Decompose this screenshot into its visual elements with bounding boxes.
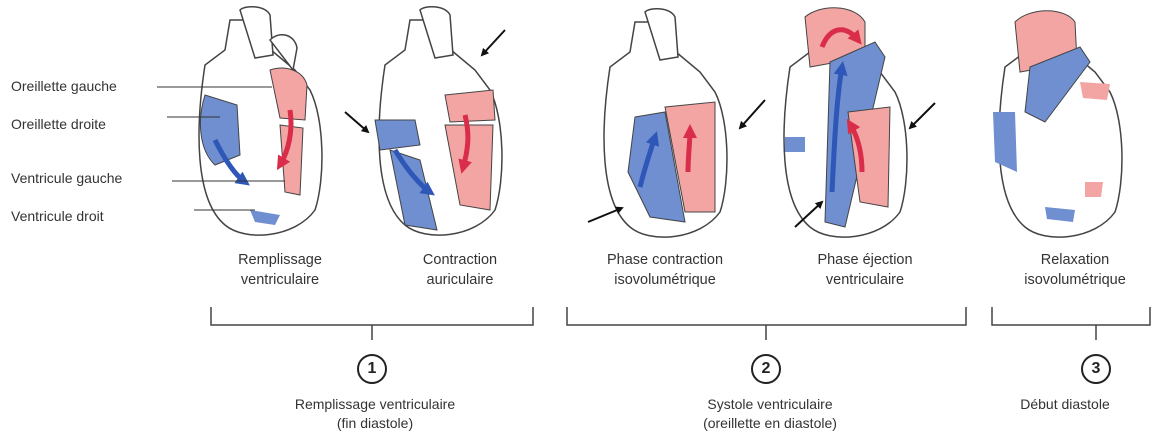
stage-caption-line1: Remplissage — [210, 250, 350, 270]
phase-description-line2: (fin diastole) — [230, 414, 520, 433]
pressure-arrow — [482, 30, 505, 55]
heart-3 — [604, 9, 727, 237]
phase-description: Remplissage ventriculaire (fin diastole) — [230, 395, 520, 433]
bracket-phase-2 — [567, 307, 966, 340]
label-right-ventricle: Ventricule droit — [11, 207, 104, 225]
stage-caption-line2: ventriculaire — [210, 270, 350, 290]
bracket-phase-1 — [211, 307, 533, 340]
label-left-atrium: Oreillette gauche — [11, 77, 117, 95]
stage-caption-line1: Relaxation — [1000, 250, 1150, 270]
phase-description-line1: Début diastole — [1000, 395, 1130, 414]
stage-caption-line1: Contraction — [390, 250, 530, 270]
pressure-arrow — [740, 100, 765, 128]
heart-2 — [375, 7, 502, 235]
phase-description-line1: Remplissage ventriculaire — [230, 395, 520, 414]
phase-description-line1: Systole ventriculaire — [630, 395, 910, 414]
stage-caption: Phase éjection ventriculaire — [790, 250, 940, 290]
pressure-arrow — [910, 103, 935, 128]
phase-description-line2: (oreillette en diastole) — [630, 414, 910, 433]
phase-description: Systole ventriculaire (oreillette en dia… — [630, 395, 910, 433]
stage-caption-line2: isovolumétrique — [1000, 270, 1150, 290]
label-right-atrium: Oreillette droite — [11, 115, 106, 133]
stage-caption: Remplissage ventriculaire — [210, 250, 350, 290]
phase-number-badge: 3 — [1081, 354, 1111, 384]
stage-caption: Contraction auriculaire — [390, 250, 530, 290]
phase-number-badge: 1 — [357, 354, 387, 384]
pressure-arrow — [588, 208, 622, 222]
stage-caption-line1: Phase contraction — [585, 250, 745, 270]
heart-4 — [784, 8, 907, 237]
stage-caption: Phase contraction isovolumétrique — [585, 250, 745, 290]
heart-1 — [199, 7, 322, 235]
phase-number-badge: 2 — [751, 354, 781, 384]
stage-caption: Relaxation isovolumétrique — [1000, 250, 1150, 290]
heart-5 — [993, 11, 1122, 237]
pressure-arrow — [345, 112, 368, 132]
stage-caption-line2: auriculaire — [390, 270, 530, 290]
stage-caption-line2: ventriculaire — [790, 270, 940, 290]
bracket-phase-3 — [992, 307, 1150, 340]
phase-description: Début diastole — [1000, 395, 1130, 414]
label-left-ventricle: Ventricule gauche — [11, 169, 122, 187]
stage-caption-line1: Phase éjection — [790, 250, 940, 270]
stage-caption-line2: isovolumétrique — [585, 270, 745, 290]
